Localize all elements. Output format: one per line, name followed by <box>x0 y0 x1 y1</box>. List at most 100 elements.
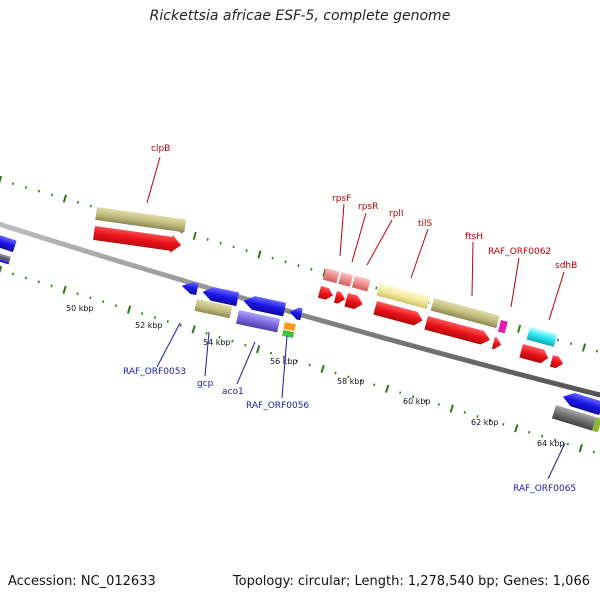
minor-tick <box>476 415 479 418</box>
major-tick <box>581 343 587 352</box>
bottom-gene-labels: RAF_ORF0053 gcp aco1 RAF_ORF0056 RAF_ORF… <box>123 322 576 494</box>
feature-pink[interactable] <box>322 268 340 284</box>
feature-khaki[interactable] <box>95 207 187 233</box>
major-tick <box>62 285 67 294</box>
gene-label[interactable]: RAF_ORF0056 <box>246 401 309 411</box>
major-tick <box>0 265 3 274</box>
minor-tick <box>50 193 53 197</box>
top-gene-labels: clpB rpsF rpsR rplI tilS ftsH RAF_ORF006… <box>146 144 577 321</box>
scale-label: 50 kbp <box>66 304 94 313</box>
minor-tick <box>556 338 560 342</box>
reverse-feature[interactable] <box>0 254 10 265</box>
leader-line <box>204 331 210 377</box>
feature-purple[interactable] <box>236 310 281 333</box>
minor-tick <box>595 349 599 353</box>
forward-feature[interactable] <box>317 286 335 301</box>
minor-tick <box>89 204 92 208</box>
major-tick <box>385 384 390 393</box>
gene-label[interactable]: RAF_ORF0062 <box>488 247 551 257</box>
minor-tick <box>282 355 286 359</box>
major-tick <box>192 231 197 240</box>
gene-label[interactable]: tilS <box>418 219 433 229</box>
major-tick <box>257 250 262 259</box>
reverse-feature[interactable] <box>181 280 199 296</box>
feature-orange[interactable] <box>283 322 296 332</box>
major-tick <box>322 268 327 278</box>
feature-green[interactable] <box>282 329 295 338</box>
minor-tick <box>245 249 248 253</box>
leader-line <box>471 241 474 297</box>
gene-label[interactable]: clpB <box>151 144 170 154</box>
genome-summary-text: Topology: circular; Length: 1,278,540 bp… <box>232 574 590 589</box>
minor-tick <box>24 276 27 280</box>
minor-tick <box>244 343 247 347</box>
reverse-feature[interactable] <box>201 285 240 307</box>
major-tick <box>126 305 132 314</box>
minor-tick <box>360 379 363 383</box>
minor-tick <box>179 324 182 327</box>
reverse-feature[interactable] <box>0 232 17 253</box>
minor-tick <box>295 359 298 363</box>
gene-label[interactable]: gcp <box>197 379 214 389</box>
major-tick <box>62 194 67 203</box>
forward-feature[interactable] <box>93 224 183 254</box>
minor-tick <box>24 186 28 189</box>
minor-tick <box>463 411 466 414</box>
minor-tick <box>115 304 118 308</box>
feature-green[interactable] <box>592 417 600 433</box>
scale-label: 52 kbp <box>135 321 163 330</box>
forward-feature[interactable] <box>344 293 364 311</box>
feature-pink[interactable] <box>338 272 354 287</box>
minor-tick <box>153 316 156 319</box>
reverse-feature[interactable] <box>561 390 600 416</box>
leader-line <box>510 257 520 308</box>
major-tick <box>449 404 454 413</box>
scale-label: 54 kbp <box>203 338 231 347</box>
gene-label[interactable]: rpsR <box>358 202 378 212</box>
forward-feature[interactable] <box>333 291 347 305</box>
minor-tick <box>566 442 569 446</box>
forward-feature[interactable] <box>373 301 424 327</box>
gene-label[interactable]: aco1 <box>222 387 244 397</box>
minor-tick <box>271 256 274 260</box>
minor-tick <box>540 434 544 438</box>
feature-pink[interactable] <box>351 275 371 292</box>
feature-khaki[interactable] <box>194 299 233 319</box>
minor-tick <box>308 363 311 367</box>
gene-label[interactable]: sdhB <box>555 261 577 271</box>
feature-gray[interactable] <box>551 405 597 431</box>
feature-gray[interactable] <box>0 250 11 262</box>
forward-feature[interactable] <box>491 337 503 351</box>
forward-feature[interactable] <box>549 355 565 370</box>
major-tick <box>320 364 325 374</box>
minor-tick <box>424 399 428 403</box>
gene-label[interactable]: ftsH <box>465 232 483 242</box>
minor-tick <box>11 182 15 186</box>
minor-tick <box>76 200 79 204</box>
major-tick <box>191 325 196 334</box>
leader-line <box>410 228 429 279</box>
leader-line <box>548 271 565 321</box>
minor-tick <box>528 430 531 434</box>
feature-magenta[interactable] <box>497 320 508 334</box>
gene-label[interactable]: RAF_ORF0065 <box>513 484 576 494</box>
minor-tick <box>334 371 337 375</box>
major-tick <box>517 324 522 333</box>
forward-feature[interactable] <box>424 316 491 347</box>
gene-label[interactable]: rpsF <box>332 194 351 204</box>
forward-feature[interactable] <box>519 344 550 365</box>
minor-tick <box>218 335 221 339</box>
gene-label[interactable]: rplI <box>389 209 404 219</box>
minor-tick <box>489 419 492 422</box>
gene-label[interactable]: RAF_ORF0053 <box>123 367 186 377</box>
minor-tick <box>437 403 440 406</box>
feature-cream[interactable] <box>376 283 431 310</box>
scale-label: 58 kbp <box>337 377 365 386</box>
feature-khaki[interactable] <box>430 298 500 329</box>
reverse-feature[interactable] <box>289 306 303 321</box>
reverse-feature[interactable] <box>242 294 287 317</box>
minor-tick <box>232 245 235 249</box>
feature-cyan[interactable] <box>526 327 558 347</box>
minor-tick <box>347 375 350 379</box>
